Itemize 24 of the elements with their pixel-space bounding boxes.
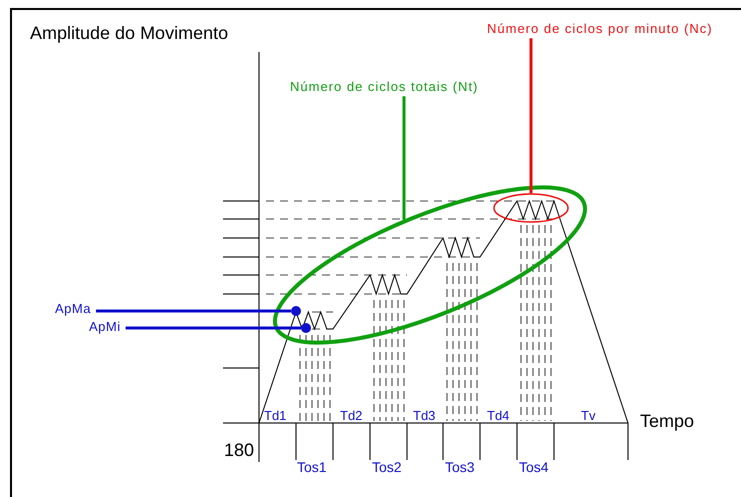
interval-label: Td1	[264, 409, 286, 424]
leader-line	[402, 96, 406, 220]
interval-label: Tv	[581, 409, 596, 424]
interval-label: Td3	[413, 409, 436, 424]
axis-value: 180	[224, 441, 254, 461]
axis-title: Amplitude do Movimento	[30, 24, 228, 44]
interval-label: Td2	[340, 409, 362, 424]
leader-line	[96, 310, 291, 312]
highlight-ellipse	[272, 185, 588, 345]
callout-label: ApMa	[55, 302, 91, 316]
callout-label: Número de ciclos por minuto (Nc)	[487, 22, 713, 36]
callout-label: Número de ciclos totais (Nt)	[290, 80, 478, 94]
interval-label: Tos3	[445, 460, 475, 476]
axis-title: Tempo	[640, 412, 694, 432]
interval-label: Tos4	[519, 460, 549, 476]
interval-label: Td4	[487, 409, 510, 424]
interval-label: Tos2	[372, 460, 402, 476]
marker-dot	[301, 323, 311, 333]
marker-dot	[291, 306, 301, 316]
leader-line	[530, 38, 532, 194]
callout-label: ApMi	[89, 320, 121, 334]
interval-label: Tos1	[297, 460, 327, 476]
leader-line	[126, 326, 301, 330]
highlight-ellipse	[493, 193, 569, 223]
